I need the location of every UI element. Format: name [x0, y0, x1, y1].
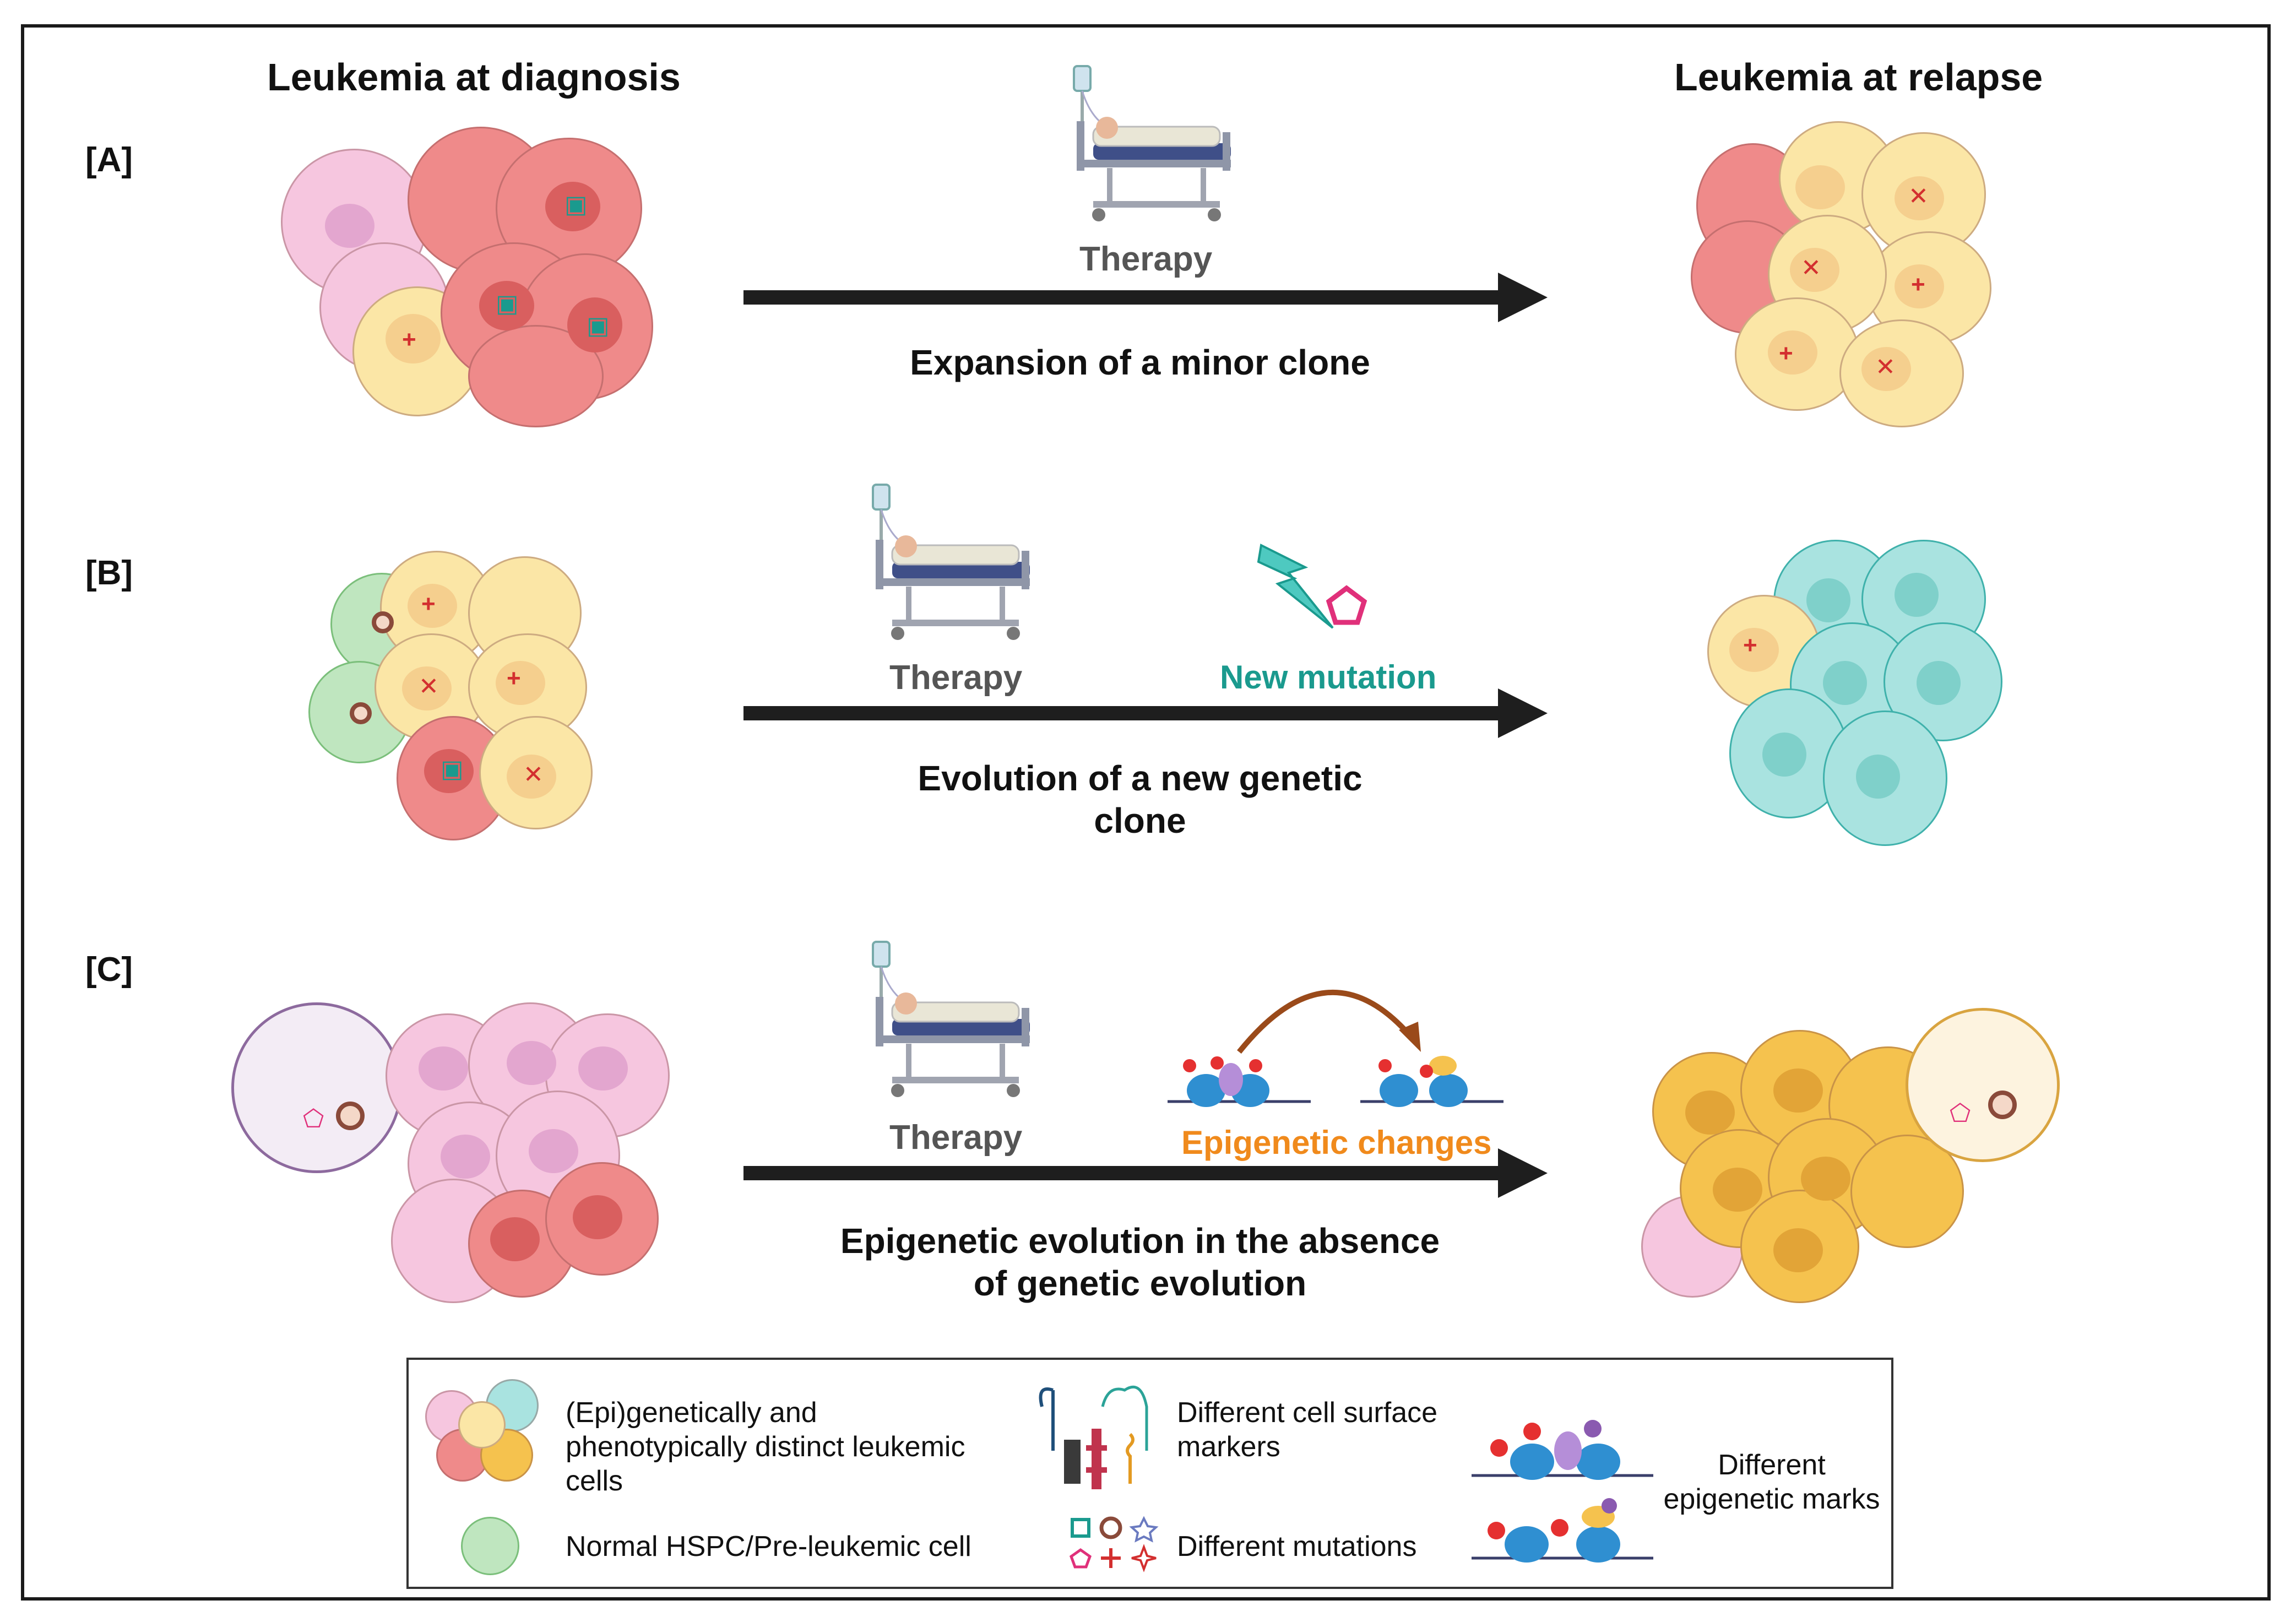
- cell-cluster-b-diagnosis: + ✕ + ▣ ✕: [308, 540, 617, 859]
- caption-b-line2: clone: [1094, 801, 1186, 840]
- caption-c-line1: Epigenetic evolution in the absence: [840, 1221, 1440, 1261]
- pentagon-mutation-icon: [1326, 585, 1367, 625]
- patient-bed-icon: [872, 941, 1030, 1097]
- lightning-icon: [1257, 544, 1334, 629]
- epigenetic-zoom-bubble: [231, 1002, 402, 1173]
- cell-cluster-c-relapse: ⬠: [1630, 1008, 2060, 1316]
- panel-label-b: [B]: [85, 554, 133, 592]
- cell-cluster-c-diagnosis: ⬠: [231, 980, 683, 1322]
- legend-distinct-cells-text: (Epi)genetically and phenotypically dist…: [566, 1397, 965, 1497]
- nucleosome-icon: [1168, 1056, 1311, 1107]
- legend-distinct-cells-icon: [425, 1379, 546, 1484]
- new-mutation-label: New mutation: [1220, 659, 1437, 696]
- legend-normal-cell-text: Normal HSPC/Pre-leukemic cell: [566, 1531, 971, 1563]
- heading-relapse: Leukemia at relapse: [1674, 56, 2043, 99]
- caption-c-line2: of genetic evolution: [973, 1263, 1307, 1303]
- cell-cluster-b-relapse: +: [1696, 529, 2005, 859]
- legend-epigenetic-marks-icon: [1472, 1420, 1653, 1563]
- patient-bed-icon: [1073, 65, 1231, 221]
- progression-arrow-b: [743, 688, 1548, 738]
- epigenetic-changes-label: Epigenetic changes: [1181, 1124, 1492, 1161]
- panel-label-c: [C]: [85, 951, 133, 989]
- heading-diagnosis: Leukemia at diagnosis: [267, 56, 681, 99]
- therapy-label-b: Therapy: [889, 659, 1023, 697]
- cell-cluster-a-relapse: ✕ ✕ + + ✕: [1685, 110, 1994, 430]
- caption-b-line1: Evolution of a new genetic: [918, 758, 1363, 798]
- therapy-label-a: Therapy: [1079, 240, 1213, 278]
- panel-label-a: [A]: [85, 141, 133, 179]
- progression-arrow-a: [743, 273, 1548, 322]
- epigenetic-zoom-bubble: [1906, 1008, 2060, 1162]
- curved-arrow-icon: [1237, 989, 1421, 1054]
- therapy-label-c: Therapy: [889, 1119, 1023, 1157]
- progression-arrow-c: [743, 1148, 1548, 1198]
- legend-surface-markers-text: Different cell surface markers: [1177, 1397, 1438, 1463]
- cell-cluster-a-diagnosis: + ▣ ▣ ▣: [259, 116, 655, 427]
- figure-frame: [21, 24, 2271, 1601]
- legend-normal-cell-icon: [461, 1517, 519, 1575]
- legend-surface-markers-icon: [1039, 1385, 1148, 1489]
- legend-epigenetic-marks-text: Different epigenetic marks: [1663, 1449, 1880, 1515]
- legend-mutations-icon: [1069, 1516, 1159, 1572]
- legend-mutations-text: Different mutations: [1177, 1531, 1417, 1563]
- nucleosome-icon: [1360, 1056, 1503, 1107]
- caption-a: Expansion of a minor clone: [910, 343, 1370, 382]
- legend-box: (Epi)genetically and phenotypically dist…: [406, 1358, 1893, 1589]
- patient-bed-icon: [872, 484, 1030, 640]
